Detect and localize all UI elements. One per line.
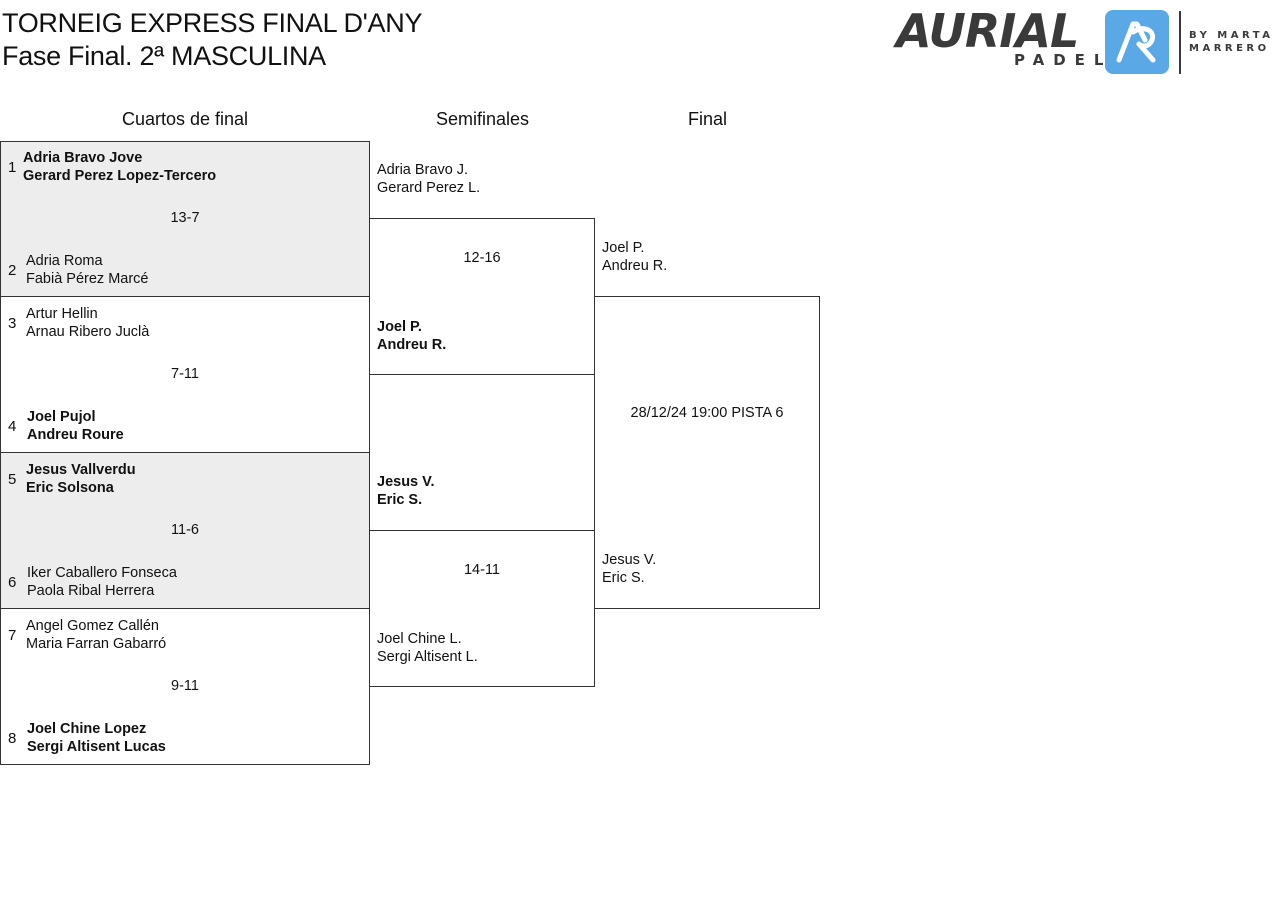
player-name: Eric Solsona: [26, 480, 114, 496]
page-title: TORNEIG EXPRESS FINAL D'ANY: [2, 8, 423, 38]
logo-brand: AURIAL: [896, 4, 1079, 58]
seed-number: 7: [8, 627, 17, 644]
semifinal-match-1: 12-16 Joel P. Andreu R.: [369, 218, 595, 375]
player-name: Eric S.: [377, 492, 423, 508]
player-name: Gerard Perez L.: [377, 180, 481, 196]
player-name: Andreu Roure: [27, 427, 124, 443]
player-name: Sergi Altisent Lucas: [27, 739, 166, 755]
player-name: Arnau Ribero Juclà: [26, 324, 150, 340]
logo-by: BY MARTA: [1189, 30, 1274, 41]
player-name: Jesus V.: [377, 474, 435, 490]
player-name: Iker Caballero Fonseca: [27, 565, 177, 581]
seed-number: 2: [8, 262, 17, 279]
seed-number: 8: [8, 730, 17, 747]
player-name: Joel Pujol: [27, 409, 96, 425]
round-header-semifinals: Semifinales: [435, 109, 530, 129]
match-score: 7-11: [171, 366, 199, 382]
seed-number: 6: [8, 574, 17, 591]
player-name: Angel Gomez Callén: [26, 618, 159, 634]
player-name: Sergi Altisent L.: [377, 649, 478, 665]
player-name: Joel Chine Lopez: [27, 721, 147, 737]
match-score: 12-16: [463, 250, 501, 266]
seed-number: 3: [8, 315, 17, 332]
quarterfinal-match-2: 3 Artur Hellin Arnau Ribero Juclà 7-11 4…: [0, 296, 370, 453]
logo-sub: PADEL: [1014, 51, 1113, 69]
player-name: Jesus Vallverdu: [26, 462, 136, 478]
player-name: Joel P.: [602, 240, 645, 256]
match-score: 9-11: [171, 678, 199, 694]
player-name: Joel Chine L.: [377, 631, 462, 647]
seed-number: 1: [8, 159, 17, 176]
player-name: Adria Roma: [26, 253, 103, 269]
player-name: Fabià Pérez Marcé: [26, 271, 149, 287]
player-name: Artur Hellin: [26, 306, 98, 322]
player-name: Paola Ribal Herrera: [27, 583, 155, 599]
logo-by2: MARRERO: [1189, 43, 1270, 54]
player-name: Adria Bravo J.: [377, 162, 469, 178]
match-score: 11-6: [171, 522, 199, 538]
quarterfinal-match-3: 5 Jesus Vallverdu Eric Solsona 11-6 6 Ik…: [0, 452, 370, 609]
quarterfinal-match-1: 1 Adria Bravo Jove Gerard Perez Lopez-Te…: [0, 141, 370, 297]
match-score: 14-11: [463, 562, 500, 578]
player-name: Eric S.: [602, 570, 645, 586]
logo-badge-icon: [1105, 10, 1169, 74]
page-subtitle: Fase Final. 2ª MASCULINA: [2, 41, 326, 71]
quarterfinal-match-4: 7 Angel Gomez Callén Maria Farran Gabarr…: [0, 608, 370, 765]
player-name: Maria Farran Gabarró: [26, 636, 167, 652]
player-name: Andreu R.: [602, 258, 668, 274]
round-header-quarterfinals: Cuartos de final: [121, 109, 249, 129]
player-name: Joel P.: [377, 319, 422, 335]
player-name: Andreu R.: [377, 337, 447, 353]
logo-divider: [1179, 11, 1181, 74]
player-name: Gerard Perez Lopez-Tercero: [23, 168, 217, 184]
seed-number: 5: [8, 471, 17, 488]
player-name: Jesus V.: [602, 552, 657, 568]
aurial-padel-logo: AURIAL PADEL BY MARTA MARRERO: [896, 4, 1280, 78]
final-match: 28/12/24 19:00 PISTA 6 Jesus V. Eric S.: [594, 296, 820, 609]
player-name: Adria Bravo Jove: [23, 150, 143, 166]
match-score: 13-7: [170, 210, 200, 226]
round-header-final: Final: [687, 109, 727, 129]
seed-number: 4: [8, 418, 17, 435]
semifinal-match-2: 14-11 Joel Chine L. Sergi Altisent L.: [369, 530, 595, 687]
match-schedule: 28/12/24 19:00 PISTA 6: [630, 405, 784, 421]
